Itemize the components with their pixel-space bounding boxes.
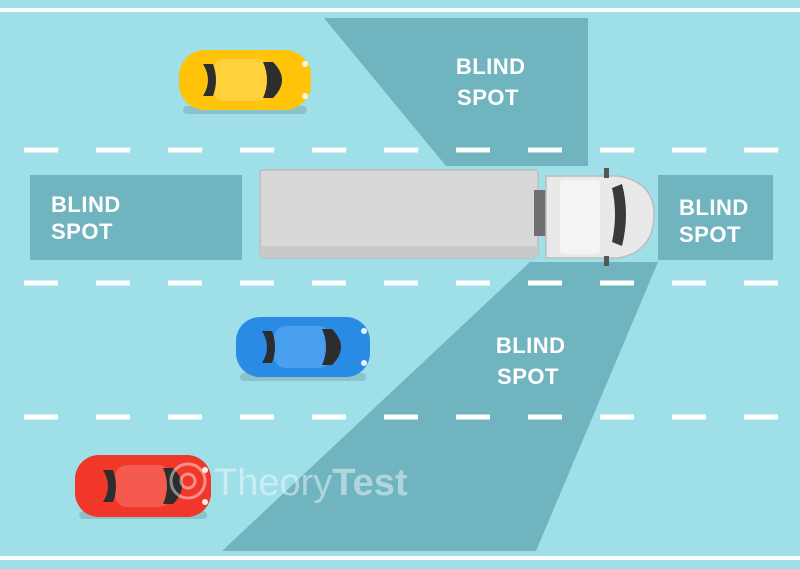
truck-cab-roof: [560, 180, 600, 254]
blind-spot-zone-front: [658, 175, 773, 260]
truck-windshield: [612, 184, 626, 246]
lane-dash: [672, 147, 706, 153]
lane-dash: [528, 280, 562, 286]
blind-spot-label-left: BLIND SPOT: [51, 192, 127, 244]
lane-dash: [600, 147, 634, 153]
lane-dash: [744, 147, 778, 153]
lane-dash: [96, 147, 130, 153]
lane-dash: [240, 147, 274, 153]
road-edge-top: [0, 8, 800, 12]
car-headlight: [202, 499, 208, 505]
lane-dash: [312, 147, 346, 153]
car-rear-window: [203, 64, 216, 96]
car-rear-window: [262, 331, 275, 363]
watermark-text: TheoryTest: [214, 462, 408, 504]
lane-dash: [240, 414, 274, 420]
lane-dash: [240, 280, 274, 286]
truck-mirror-top: [604, 168, 609, 178]
car-roof: [115, 465, 171, 507]
lane-dash: [456, 147, 490, 153]
car-headlight: [361, 328, 367, 334]
label-line: SPOT: [51, 219, 113, 244]
label-line: BLIND: [496, 333, 566, 358]
truck-mirror-bottom: [604, 256, 609, 266]
yellow-car-icon: [179, 50, 311, 114]
blind-spot-label-bottom-right: BLIND SPOT: [496, 333, 572, 389]
car-rear-window: [103, 470, 116, 502]
blue-car-icon: [236, 317, 370, 381]
lane-dash: [672, 414, 706, 420]
lane-dash: [384, 414, 418, 420]
label-line: BLIND: [51, 192, 121, 217]
lane-dash: [528, 414, 562, 420]
car-headlight: [202, 467, 208, 473]
watermark-text-theory: Theory: [214, 462, 332, 504]
truck-hitch: [534, 190, 548, 236]
lane-dash: [168, 147, 202, 153]
truck-trailer-shade: [260, 246, 538, 258]
lane-dash: [168, 280, 202, 286]
blind-spot-zone-top-right: [324, 18, 588, 166]
lane-dash: [96, 414, 130, 420]
car-roof: [274, 326, 330, 368]
lane-dash: [456, 414, 490, 420]
lane-dash: [744, 280, 778, 286]
lane-dash: [384, 147, 418, 153]
car-headlight: [302, 61, 308, 67]
lane-dash: [312, 280, 346, 286]
road-edge-bottom: [0, 556, 800, 560]
lane-dash: [456, 280, 490, 286]
label-line: BLIND: [456, 54, 526, 79]
blind-spot-label-front: BLIND SPOT: [679, 195, 755, 247]
blind-spot-label-top-right: BLIND SPOT: [456, 54, 532, 110]
blind-spot-zone-left: [30, 175, 242, 260]
lane-dash: [672, 280, 706, 286]
car-roof: [213, 59, 271, 101]
truck-trailer: [259, 169, 539, 259]
watermark: TheoryTest: [169, 462, 408, 504]
car-windshield: [263, 62, 282, 98]
lane-dash: [312, 414, 346, 420]
blind-spot-zone-bottom-right: [222, 262, 658, 551]
car-windshield: [163, 468, 182, 504]
watermark-text-test: Test: [332, 462, 408, 504]
car-windshield: [322, 329, 341, 365]
truck-icon: [259, 168, 655, 266]
red-car-icon: [75, 455, 211, 519]
lane-dash: [24, 414, 58, 420]
lane-dash: [600, 280, 634, 286]
lane-dash: [24, 280, 58, 286]
lane-markings: [24, 147, 778, 420]
label-line: SPOT: [679, 222, 741, 247]
lane-dash: [168, 414, 202, 420]
label-line: SPOT: [457, 85, 519, 110]
lane-dash: [96, 280, 130, 286]
lane-dash: [528, 147, 562, 153]
lane-dash: [600, 414, 634, 420]
car-headlight: [302, 93, 308, 99]
lane-dash: [24, 147, 58, 153]
lane-dash: [744, 414, 778, 420]
car-headlight: [361, 360, 367, 366]
label-line: BLIND: [679, 195, 749, 220]
label-line: SPOT: [497, 364, 559, 389]
lane-dash: [384, 280, 418, 286]
watermark-logo-icon: [169, 462, 207, 500]
